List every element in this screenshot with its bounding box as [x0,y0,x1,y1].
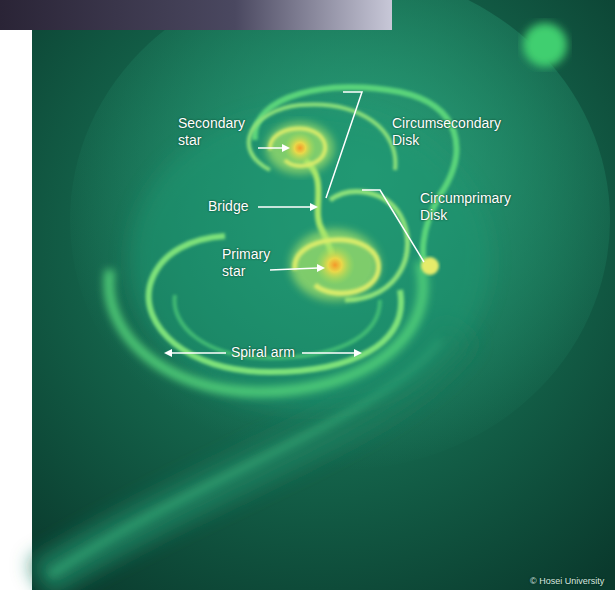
credit-label: © Hosei University [530,576,604,587]
bridge-label: Bridge [208,198,248,215]
arm-label: Spiral arm [231,344,295,361]
disk-label: Circumsecondary Disk [392,115,514,149]
star-label: Secondary star [178,115,258,149]
star-label: Primary star [222,246,274,280]
disk-label: Circumprimary Disk [420,190,532,224]
